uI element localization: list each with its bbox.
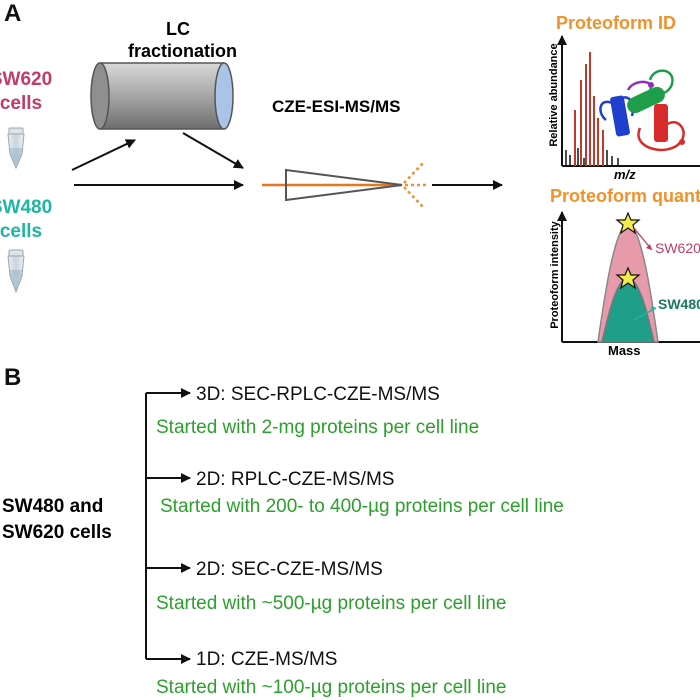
sw480-peak-label: SW480	[658, 296, 700, 312]
method-1d-note: Started with ~100-µg proteins per cell l…	[156, 677, 507, 698]
cze-emitter-icon	[262, 161, 426, 209]
source-cells-label: SW480 and SW620 cells	[2, 496, 112, 543]
sw620-cells-label: SW620 cells	[0, 69, 53, 114]
arrow-column-to-cze	[182, 132, 244, 169]
mz-axis-label: m/z	[614, 167, 636, 182]
sw620-tube-icon	[7, 127, 25, 170]
spectrum-peaks	[574, 52, 604, 166]
star-icon	[615, 266, 641, 290]
proteoform-intensity-label: Proteoform intensity	[549, 221, 561, 329]
relative-abundance-label: Relative abundance	[548, 43, 560, 147]
method-2d-rplc-label: 2D: RPLC-CZE-MS/MS	[196, 469, 395, 490]
mass-axis-label: Mass	[608, 343, 641, 358]
sw620-peak-label: SW620	[655, 240, 700, 256]
proteoform-quant-title: Proteoform quant	[550, 186, 700, 206]
lc-column-icon	[90, 62, 234, 130]
panel-label-b: B	[4, 364, 22, 391]
protein-structure-icon	[599, 69, 685, 152]
method-1d-label: 1D: CZE-MS/MS	[196, 649, 338, 670]
panel-label-a: A	[4, 0, 22, 27]
method-3d-label: 3D: SEC-RPLC-CZE-MS/MS	[196, 384, 440, 405]
method-2d-sec-note: Started with ~500-µg proteins per cell l…	[156, 593, 507, 614]
star-icon	[615, 211, 641, 235]
sw480-cells-label: SW480 cells	[0, 197, 53, 242]
quant-plot	[557, 211, 700, 343]
sw480-tube-icon	[7, 249, 25, 294]
arrow-to-column	[71, 139, 136, 171]
method-2d-rplc-note: Started with 200- to 400-µg proteins per…	[160, 496, 564, 517]
cze-esi-label: CZE-ESI-MS/MS	[272, 97, 401, 116]
method-tree	[145, 388, 191, 664]
lc-fractionation-label: LC fractionation	[128, 19, 238, 61]
method-2d-sec-label: 2D: SEC-CZE-MS/MS	[196, 559, 383, 580]
mass-spectrum-plot	[557, 35, 700, 167]
method-3d-note: Started with 2-mg proteins per cell line	[156, 417, 480, 438]
proteoform-id-title: Proteoform ID	[556, 13, 677, 33]
